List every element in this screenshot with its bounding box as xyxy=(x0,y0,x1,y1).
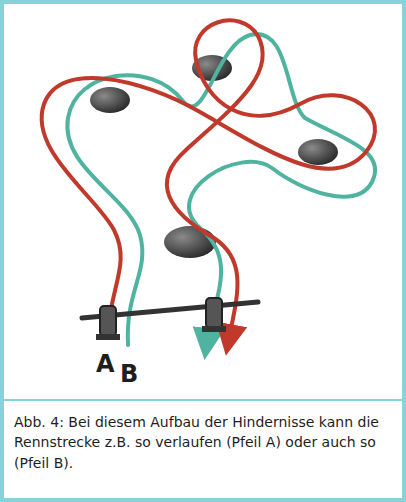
hurdle-post xyxy=(100,306,116,336)
hurdle-post xyxy=(206,298,222,328)
obstacle xyxy=(90,87,130,113)
arrow-label: A xyxy=(96,352,115,376)
figure-caption: Abb. 4: Bei diesem Aufbau der Hinderniss… xyxy=(14,412,392,473)
arrow-label: B xyxy=(120,362,138,386)
hurdle-foot xyxy=(96,334,120,340)
obstacle xyxy=(298,139,338,165)
obstacle xyxy=(164,226,216,258)
track-a xyxy=(42,20,375,344)
caption-divider xyxy=(2,399,404,401)
hurdle-foot xyxy=(202,326,226,332)
